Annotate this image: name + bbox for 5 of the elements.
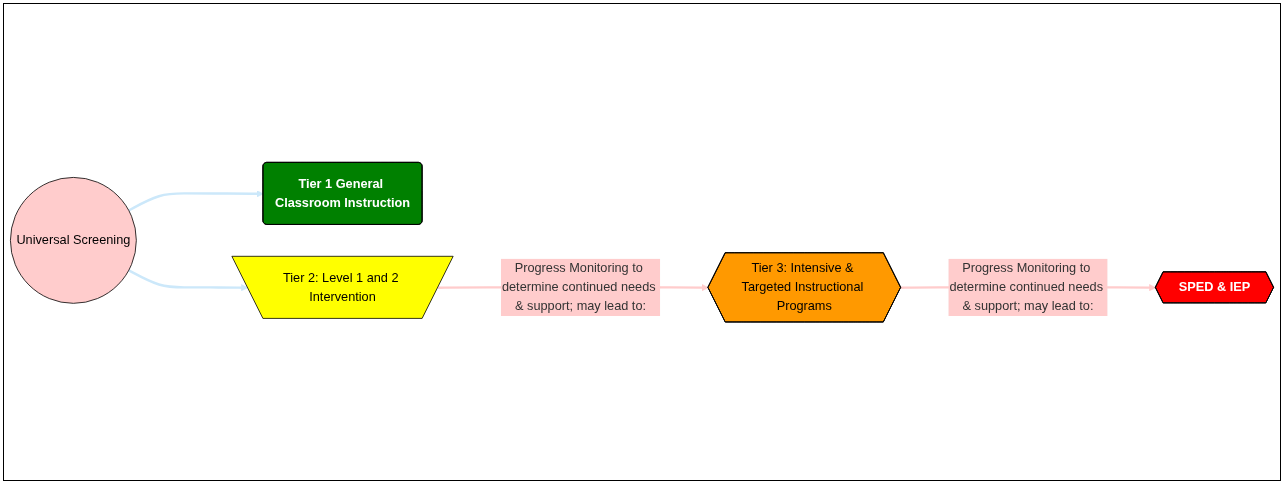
node-circle: Universal Screening — [10, 176, 137, 304]
arrow — [128, 269, 249, 291]
arrow — [128, 190, 264, 212]
edge-label: Progress Monitoring to determine continued needs & support; may lead to: — [501, 260, 656, 313]
edge-label: Progress Monitoring to determine continued needs & support; may lead to: — [949, 260, 1104, 313]
